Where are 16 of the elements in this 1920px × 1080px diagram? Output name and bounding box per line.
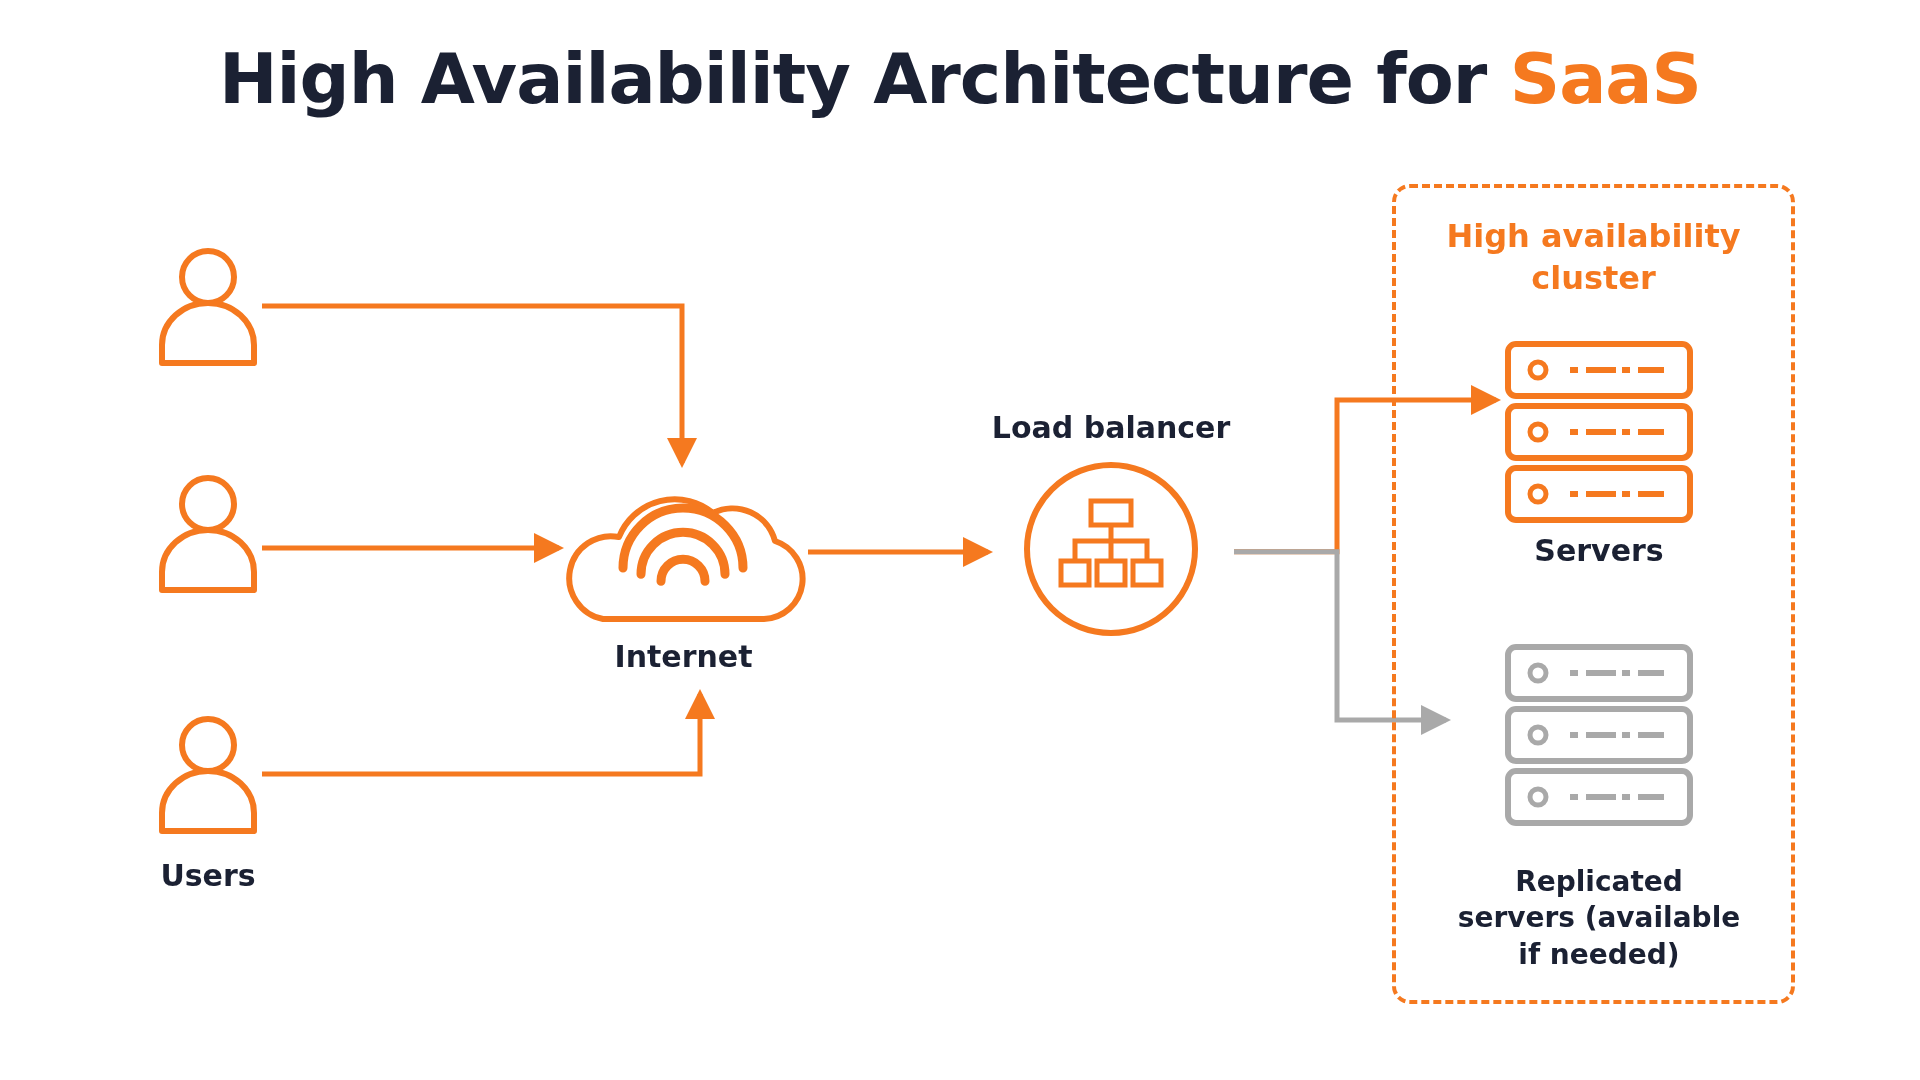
node-label: Servers (1533, 532, 1665, 570)
node-label: Load balancer (990, 409, 1232, 447)
node-label: Internet (613, 638, 754, 676)
arrow (1234, 549, 1451, 735)
node-label: Replicated servers (available if needed) (1456, 864, 1742, 973)
group-label: Users (159, 857, 257, 895)
user-icon (156, 713, 260, 835)
user-icon (156, 472, 260, 594)
arrow (262, 303, 697, 468)
user-icon (156, 245, 260, 367)
cluster-title: High availability cluster (1445, 216, 1742, 299)
title: High Availability Architecture for SaaS (217, 38, 1703, 120)
arrow (808, 537, 993, 567)
arrow (262, 689, 715, 777)
arrow (262, 533, 564, 563)
cluster-boundary (1392, 184, 1795, 1004)
